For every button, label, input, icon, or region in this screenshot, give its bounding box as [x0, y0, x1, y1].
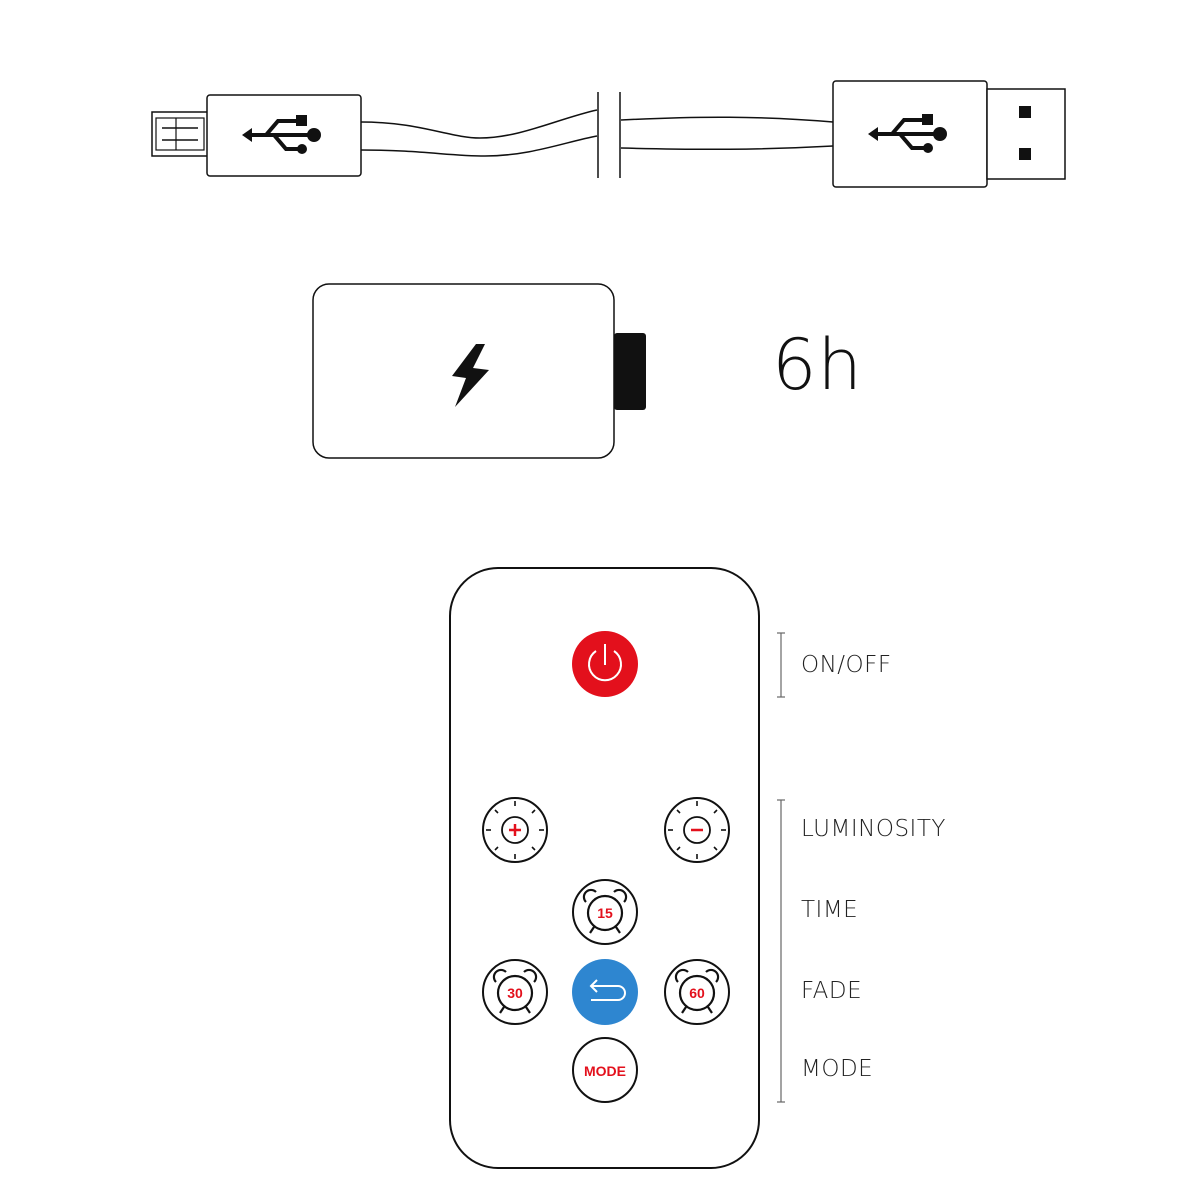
- micro-usb-connector-tip: [151, 111, 209, 157]
- sun-minus-icon: [667, 800, 727, 860]
- power-button[interactable]: [572, 631, 638, 697]
- cable-lower-line-right: [620, 145, 834, 151]
- luminosity-down-button[interactable]: [664, 797, 730, 863]
- label-time: TIME: [801, 897, 859, 923]
- luminosity-up-button[interactable]: [482, 797, 548, 863]
- on-off-bracket: [777, 632, 785, 698]
- fade-button[interactable]: [572, 959, 638, 1025]
- timer-60-button[interactable]: 60: [664, 959, 730, 1025]
- functions-bracket: [777, 799, 785, 1103]
- return-arrow-icon: [589, 979, 626, 1001]
- battery: [312, 283, 646, 459]
- timer-30-label: 30: [507, 985, 523, 1001]
- battery-duration: 6h: [772, 324, 863, 406]
- cable-upper-line: [360, 109, 598, 139]
- lightning-icon: [452, 344, 489, 407]
- cable-lower-line: [360, 135, 598, 157]
- mode-button[interactable]: MODE: [572, 1037, 638, 1103]
- timer-30-button[interactable]: 30: [482, 959, 548, 1025]
- timer-15-button[interactable]: 15: [572, 879, 638, 945]
- timer-15-label: 15: [597, 905, 613, 921]
- remote-control: 15 30 60 MODE: [449, 567, 760, 1169]
- label-on-off: ON/OFF: [801, 652, 892, 678]
- label-mode: MODE: [801, 1056, 874, 1082]
- label-luminosity: LUMINOSITY: [801, 816, 946, 842]
- sun-plus-icon: [485, 800, 545, 860]
- usb-a-plug: [986, 88, 1066, 180]
- cable-upper-line-right: [620, 116, 834, 123]
- timer-60-label: 60: [689, 985, 705, 1001]
- usb-cable: [151, 80, 1066, 188]
- power-icon: [588, 644, 622, 682]
- label-fade: FADE: [801, 978, 863, 1004]
- mode-button-label: MODE: [584, 1063, 626, 1079]
- battery-terminal: [614, 333, 646, 410]
